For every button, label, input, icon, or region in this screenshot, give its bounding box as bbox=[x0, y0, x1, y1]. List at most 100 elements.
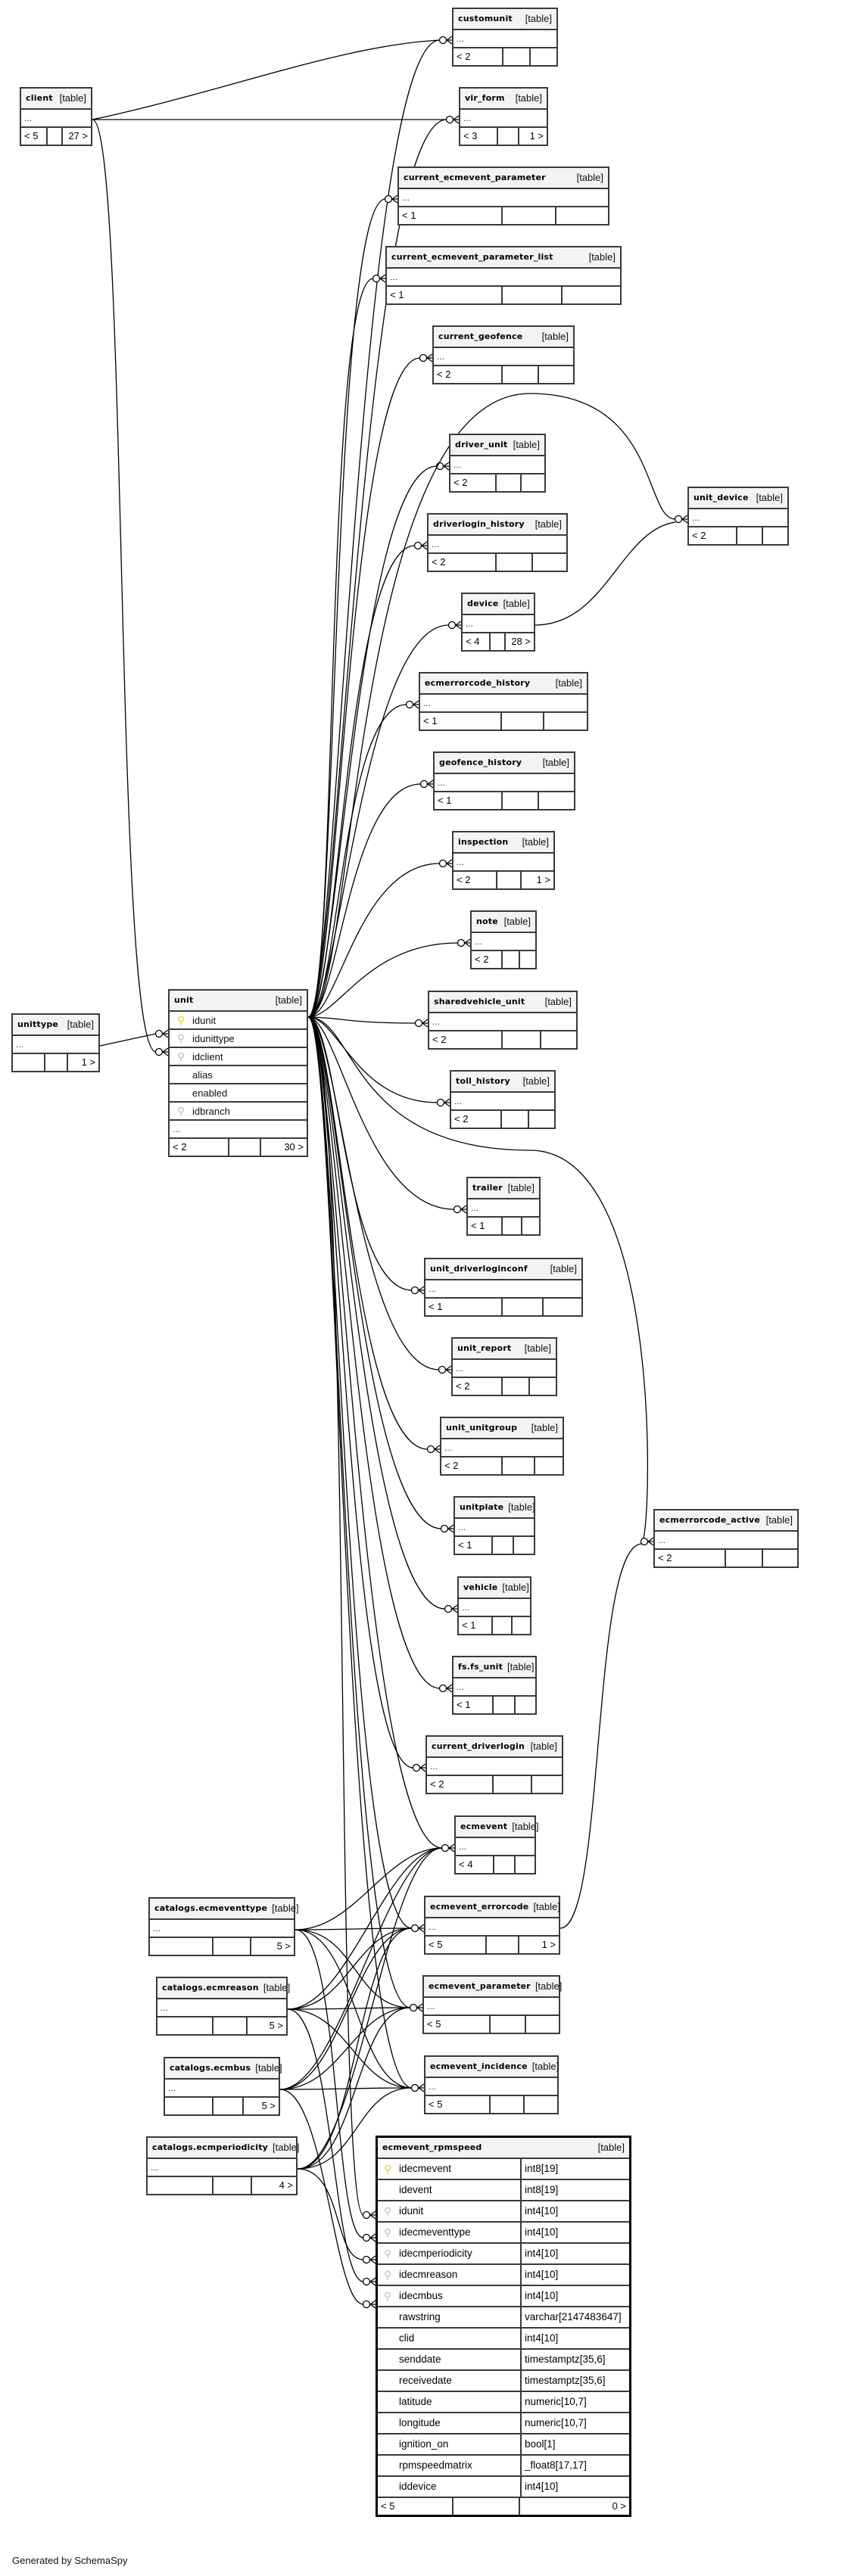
child-count[interactable]: 1 > bbox=[529, 130, 544, 142]
child-count[interactable] bbox=[516, 1856, 535, 1873]
table-current-driverlogin[interactable]: current_driverlogin[table]...< 2 bbox=[425, 1735, 563, 1794]
table-unit-device[interactable]: unit_device[table]...< 2 bbox=[687, 487, 789, 546]
column-row[interactable]: ⚲idunit bbox=[170, 1012, 307, 1030]
child-count[interactable] bbox=[539, 366, 573, 383]
parent-count[interactable]: < 2 bbox=[451, 1111, 502, 1128]
parent-count[interactable] bbox=[150, 1938, 214, 1955]
table-driver-unit[interactable]: driver_unit[table]...< 2 bbox=[449, 434, 546, 493]
parent-count[interactable]: < 1 bbox=[420, 713, 502, 730]
parent-count[interactable]: < 2 bbox=[689, 527, 737, 544]
column-row[interactable]: ⚲alias bbox=[170, 1066, 307, 1084]
table-ecmerrorcode-active[interactable]: ecmerrorcode_active[table]...< 2 bbox=[653, 1509, 799, 1568]
child-count[interactable]: 5 > bbox=[269, 2020, 283, 2031]
child-count[interactable] bbox=[522, 1218, 539, 1234]
parent-count[interactable]: < 2 bbox=[655, 1550, 726, 1566]
table-catalogs-ecmbus[interactable]: catalogs.ecmbus[table]...5 > bbox=[164, 2057, 282, 2116]
child-count[interactable]: 0 > bbox=[612, 2500, 626, 2512]
table-unit[interactable]: unit [table] ⚲idunit⚲idunittype⚲idclient… bbox=[168, 989, 308, 1157]
parent-count[interactable]: < 2 bbox=[453, 48, 503, 65]
table-note[interactable]: note[table]...< 2 bbox=[470, 910, 537, 969]
table-sharedvehicle-unit[interactable]: sharedvehicle_unit[table]...< 2 bbox=[428, 991, 578, 1050]
child-count[interactable] bbox=[513, 1617, 530, 1634]
child-count[interactable]: 5 > bbox=[261, 2100, 276, 2111]
parent-count[interactable]: < 2 bbox=[434, 366, 503, 383]
child-count[interactable] bbox=[526, 2016, 559, 2033]
child-count[interactable]: 1 > bbox=[536, 874, 550, 885]
table-current-ecmevent-parameter[interactable]: current_ecmevent_parameter[table]...< 1 bbox=[397, 166, 609, 226]
child-count[interactable]: 1 > bbox=[541, 1939, 556, 1950]
parent-count[interactable]: < 1 bbox=[468, 1218, 503, 1234]
child-count[interactable]: 30 > bbox=[284, 1141, 304, 1153]
parent-count[interactable] bbox=[165, 2098, 214, 2114]
column-row[interactable]: ⚲idbranch bbox=[170, 1103, 307, 1121]
child-count[interactable]: 28 > bbox=[511, 636, 531, 647]
table-unit-report[interactable]: unit_report[table]...< 2 bbox=[451, 1337, 557, 1396]
table-toll-history[interactable]: toll_history[table]...< 2 bbox=[450, 1070, 556, 1129]
child-count[interactable] bbox=[532, 1776, 562, 1793]
parent-count[interactable]: < 2 bbox=[427, 1776, 494, 1793]
parent-count[interactable]: < 5 bbox=[424, 2016, 491, 2033]
parent-count[interactable]: < 1 bbox=[459, 1617, 493, 1634]
parent-count[interactable]: < 1 bbox=[455, 1537, 493, 1554]
parent-count[interactable]: < 5 bbox=[425, 1937, 487, 1953]
table-unitplate[interactable]: unitplate[table]...< 1 bbox=[453, 1496, 535, 1555]
table-vehicle[interactable]: vehicle[table]...< 1 bbox=[457, 1576, 531, 1635]
child-count[interactable] bbox=[529, 1111, 554, 1128]
parent-count[interactable]: < 1 bbox=[387, 287, 503, 303]
parent-count[interactable]: < 1 bbox=[453, 1697, 494, 1713]
table-geofence-history[interactable]: geofence_history[table]...< 1 bbox=[433, 751, 575, 810]
parent-count[interactable]: < 4 bbox=[463, 633, 491, 650]
table-ecmerrorcode-history[interactable]: ecmerrorcode_history[table]...< 1 bbox=[419, 672, 588, 731]
child-count[interactable] bbox=[544, 1299, 581, 1315]
parent-count[interactable]: < 2 bbox=[450, 474, 497, 491]
child-count[interactable]: 1 > bbox=[81, 1056, 95, 1068]
table-ecmevent[interactable]: ecmevent[table]...< 4 bbox=[454, 1815, 539, 1874]
child-count[interactable] bbox=[525, 2096, 557, 2113]
parent-count[interactable]: < 2 bbox=[441, 1458, 503, 1474]
parent-count[interactable]: < 5 bbox=[378, 2498, 453, 2515]
parent-count[interactable]: < 2 bbox=[453, 1378, 503, 1395]
child-count[interactable] bbox=[535, 1458, 563, 1474]
parent-count[interactable]: < 3 bbox=[460, 128, 498, 145]
table-customunit[interactable]: customunit[table]...< 2 bbox=[452, 8, 558, 67]
child-count[interactable] bbox=[556, 207, 608, 224]
child-count[interactable] bbox=[763, 527, 787, 544]
child-count[interactable]: 4 > bbox=[279, 2179, 293, 2191]
parent-count[interactable] bbox=[157, 2018, 214, 2034]
table-catalogs-ecmeventtype[interactable]: catalogs.ecmeventtype[table]...5 > bbox=[148, 1897, 299, 1956]
table-ecmevent-parameter[interactable]: ecmevent_parameter[table]...< 5 bbox=[422, 1975, 562, 2034]
child-count[interactable] bbox=[530, 1378, 556, 1395]
child-count[interactable] bbox=[520, 951, 535, 968]
table-trailer[interactable]: trailer[table]...< 1 bbox=[466, 1177, 541, 1236]
parent-count[interactable]: < 5 bbox=[21, 128, 48, 145]
table-driverlogin-history[interactable]: driverlogin_history[table]...< 2 bbox=[427, 513, 568, 572]
parent-count[interactable] bbox=[148, 2177, 214, 2194]
table-catalogs-ecmperiodicity[interactable]: catalogs.ecmperiodicity[table]...4 > bbox=[146, 2136, 299, 2195]
column-row[interactable]: ⚲idunittype bbox=[170, 1030, 307, 1048]
table-current-geofence[interactable]: current_geofence[table]...< 2 bbox=[432, 325, 575, 384]
child-count[interactable]: 5 > bbox=[276, 1940, 291, 1952]
child-count[interactable] bbox=[544, 713, 587, 730]
child-count[interactable] bbox=[563, 287, 620, 303]
child-count[interactable] bbox=[531, 48, 556, 65]
parent-count[interactable]: < 1 bbox=[399, 207, 503, 224]
child-count[interactable] bbox=[763, 1550, 797, 1566]
column-row[interactable]: ⚲rpmspeedmatrix_float8[17,17] bbox=[378, 2456, 629, 2477]
parent-count[interactable]: < 2 bbox=[170, 1139, 229, 1156]
